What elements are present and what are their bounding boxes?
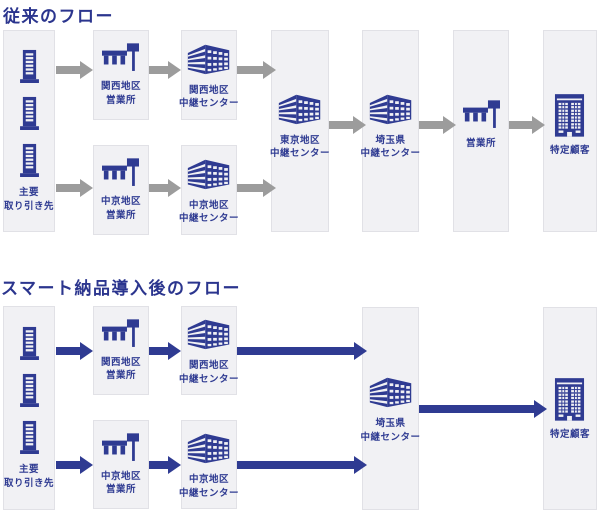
shop-canopy-sign-icon xyxy=(102,158,139,188)
smart-chukyo-sales-office-box: 中京地区営業所 xyxy=(93,420,149,509)
arrow-smart-partners-to-kansai-sales xyxy=(56,342,93,360)
conv-kansai-sales-office-box: 関西地区営業所 xyxy=(93,30,149,120)
arrow-conv-kansai-sales-to-kansai-relay xyxy=(149,61,181,79)
smart-kansai-sales-office-label: 関西地区営業所 xyxy=(100,356,141,381)
conv-customer-box: 特定顧客 xyxy=(543,30,597,232)
conv-kansai-sales-office-label: 関西地区営業所 xyxy=(100,81,141,106)
conv-partners-label: 主要取り引き先 xyxy=(4,187,55,212)
conv-sales-office-label: 営業所 xyxy=(465,137,496,149)
isometric-warehouse-icon xyxy=(186,155,232,192)
office-tower-icon xyxy=(20,326,39,360)
isometric-warehouse-icon xyxy=(368,373,414,410)
smart-customer-label: 特定顧客 xyxy=(549,428,590,440)
smart-saitama-relay-center-label: 埼玉県中継センター xyxy=(360,418,421,443)
smart-kansai-relay-center-label: 関西地区中継センター xyxy=(179,360,240,385)
conv-tokyo-relay-center-box: 東京地区中継センター xyxy=(270,30,331,232)
conv-partners-box: 主要取り引き先 xyxy=(3,30,55,232)
smart-chukyo-sales-office-label: 中京地区営業所 xyxy=(100,470,141,495)
smart-chukyo-relay-center-label: 中京地区中継センター xyxy=(179,474,240,499)
conventional-flow-title: 従来のフロー xyxy=(3,7,114,26)
arrow-conv-saitama-relay-to-sales-office xyxy=(419,116,456,134)
arrow-conv-partners-to-chukyo-sales xyxy=(56,179,93,197)
conv-saitama-relay-center-box: 埼玉県中継センター xyxy=(360,30,421,232)
office-tower-icon xyxy=(20,49,39,83)
arrow-smart-saitama-relay-to-customer xyxy=(419,400,547,418)
arrow-conv-chukyo-relay-to-tokyo-relay xyxy=(237,179,276,197)
shop-canopy-sign-icon xyxy=(102,433,139,463)
arrow-conv-tokyo-relay-to-saitama-relay xyxy=(329,116,366,134)
smart-kansai-relay-center-box: 関西地区中継センター xyxy=(179,306,240,395)
smart-flow-title: スマート納品導入後のフロー xyxy=(1,279,241,298)
smart-customer-box: 特定顧客 xyxy=(543,307,597,510)
conv-kansai-relay-center-box: 関西地区中継センター xyxy=(179,30,240,120)
smart-partners-box: 主要取り引き先 xyxy=(3,306,55,510)
smart-partners-label: 主要取り引き先 xyxy=(4,464,55,489)
isometric-warehouse-icon xyxy=(186,429,232,466)
arrow-conv-kansai-relay-to-tokyo-relay xyxy=(237,61,276,79)
isometric-warehouse-icon xyxy=(186,315,232,352)
arrow-smart-chukyo-sales-to-chukyo-relay xyxy=(149,456,181,474)
isometric-warehouse-icon xyxy=(186,40,232,77)
conv-tokyo-relay-center-label: 東京地区中継センター xyxy=(270,134,331,159)
arrow-smart-chukyo-relay-to-saitama-relay xyxy=(237,456,367,474)
arrow-conv-chukyo-sales-to-chukyo-relay xyxy=(149,179,181,197)
conv-saitama-relay-center-label: 埼玉県中継センター xyxy=(360,134,421,159)
shop-canopy-sign-icon xyxy=(463,100,500,130)
isometric-warehouse-icon xyxy=(277,90,323,127)
office-building-icon xyxy=(554,376,585,421)
smart-saitama-relay-center-box: 埼玉県中継センター xyxy=(360,307,421,510)
arrow-smart-kansai-sales-to-kansai-relay xyxy=(149,342,181,360)
shop-canopy-sign-icon xyxy=(102,43,139,73)
office-tower-icon xyxy=(20,143,39,177)
conv-customer-label: 特定顧客 xyxy=(549,145,590,157)
shop-canopy-sign-icon xyxy=(102,319,139,349)
conv-chukyo-relay-center-box: 中京地区中継センター xyxy=(179,145,240,235)
conv-chukyo-relay-center-label: 中京地区中継センター xyxy=(179,199,240,224)
conv-sales-office-box: 営業所 xyxy=(453,30,509,232)
office-building-icon xyxy=(554,92,585,137)
arrow-smart-kansai-relay-to-saitama-relay xyxy=(237,342,367,360)
office-tower-icon xyxy=(20,96,39,130)
arrow-conv-sales-office-to-customer xyxy=(509,116,545,134)
arrow-smart-partners-to-chukyo-sales xyxy=(56,456,93,474)
conv-chukyo-sales-office-label: 中京地区営業所 xyxy=(100,196,141,221)
office-tower-icon xyxy=(20,373,39,407)
conv-chukyo-sales-office-box: 中京地区営業所 xyxy=(93,145,149,235)
smart-chukyo-relay-center-box: 中京地区中継センター xyxy=(179,420,240,509)
office-tower-icon xyxy=(20,420,39,454)
conv-kansai-relay-center-label: 関西地区中継センター xyxy=(179,84,240,109)
isometric-warehouse-icon xyxy=(368,90,414,127)
arrow-conv-partners-to-kansai-sales xyxy=(56,61,93,79)
smart-kansai-sales-office-box: 関西地区営業所 xyxy=(93,306,149,395)
